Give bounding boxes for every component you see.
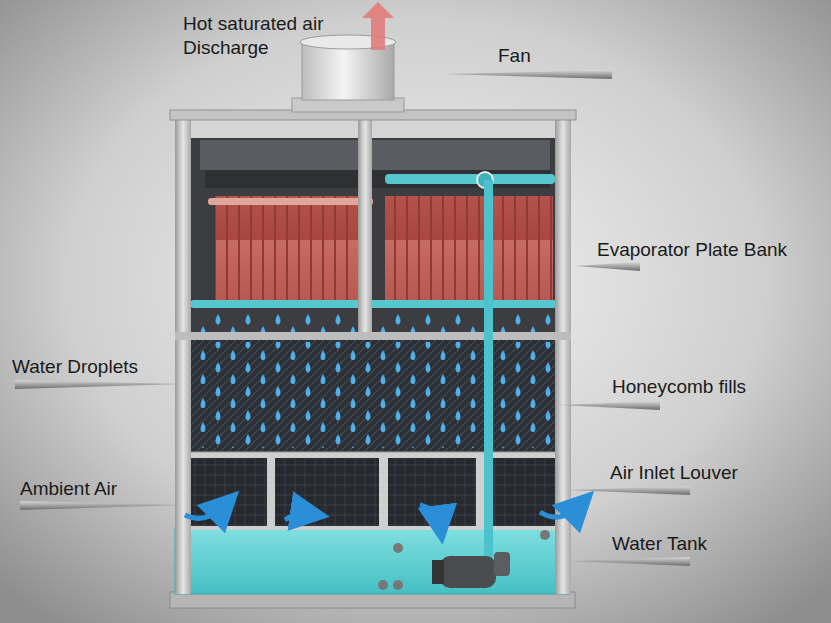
callout-label: Water Tank bbox=[612, 532, 707, 555]
callout-label: Ambient Air bbox=[20, 477, 117, 500]
callout-label: Evaporator Plate Bank bbox=[597, 238, 787, 261]
callout-label: Water Droplets bbox=[12, 355, 138, 378]
callout-label: Air Inlet Louver bbox=[610, 461, 738, 484]
callout-label: Hot saturated air Discharge bbox=[183, 12, 361, 60]
callout-label: Fan bbox=[498, 44, 531, 67]
callout-label: Honeycomb fills bbox=[612, 375, 746, 398]
